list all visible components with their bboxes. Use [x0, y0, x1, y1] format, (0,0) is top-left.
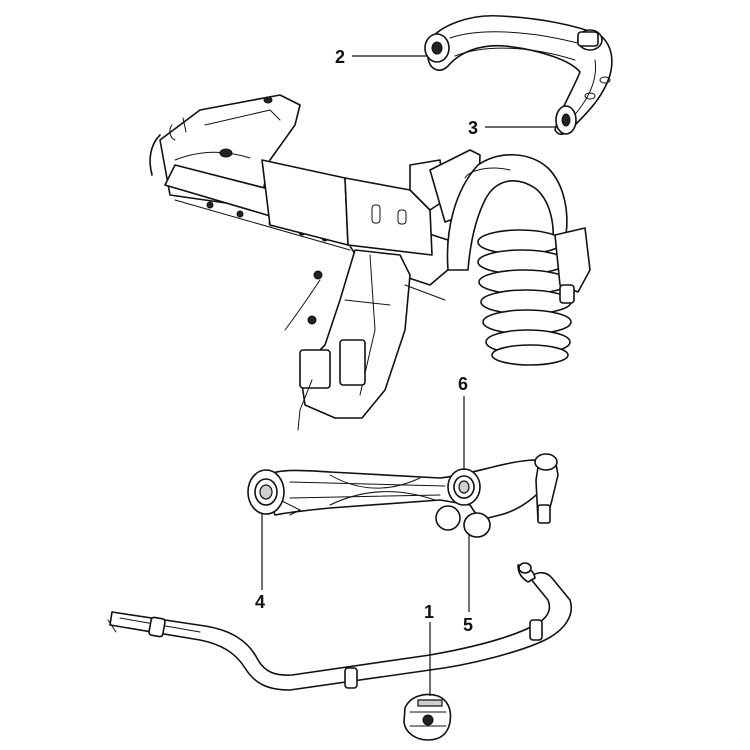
callout-6: 6	[458, 374, 468, 470]
callout-label-3: 3	[468, 118, 478, 138]
callout-2: 2	[335, 47, 428, 67]
callout-label-2: 2	[335, 47, 345, 67]
lower-control-arm	[247, 453, 559, 538]
stabilizer-bushing	[403, 693, 452, 741]
upper-control-arm	[424, 14, 613, 136]
coil-spring	[446, 154, 591, 366]
callout-3: 3	[468, 118, 556, 138]
frame-crossmember	[149, 94, 481, 286]
stabilizer-bar	[107, 562, 572, 691]
callout-label-6: 6	[458, 374, 468, 394]
callout-label-1: 1	[424, 602, 434, 622]
callout-label-5: 5	[463, 615, 473, 635]
callout-5: 5	[463, 535, 473, 635]
callout-label-4: 4	[255, 592, 265, 612]
frame-hanger-bracket	[284, 249, 446, 431]
callout-1: 1	[424, 602, 434, 696]
callout-4: 4	[255, 514, 265, 612]
